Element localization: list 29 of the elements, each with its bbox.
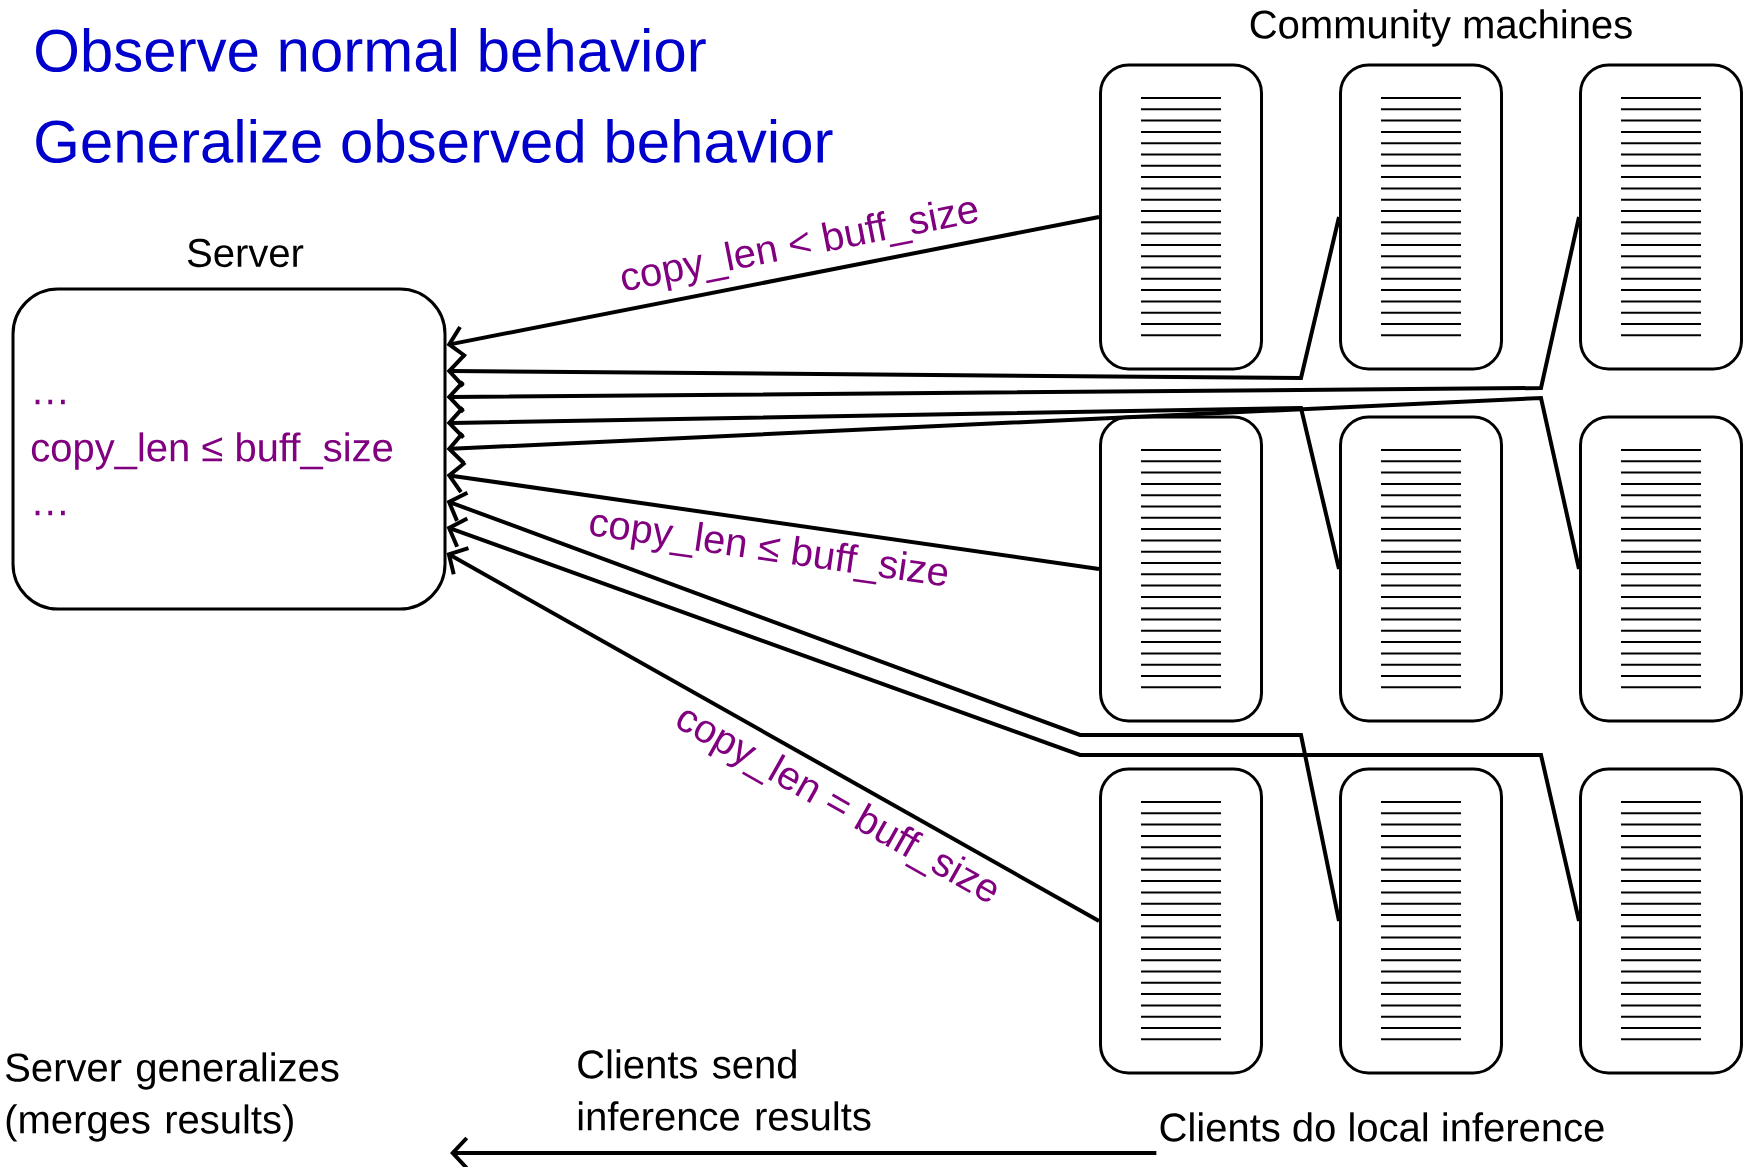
arrow [446, 516, 1581, 922]
edge-label: copy_len < buff_size [621, 201, 978, 292]
server-rack-drawing [1099, 767, 1263, 1075]
server-rack-drawing [1579, 415, 1743, 723]
edge-label: Clients send inference results [578, 1049, 871, 1131]
node-label: Server [187, 238, 304, 268]
step-text: Server generalizes (merges results) [6, 1052, 339, 1142]
server-rack-drawing [1339, 415, 1503, 723]
slide-text: Generalize observed behavior [36, 118, 833, 164]
server-rack-drawing [1579, 767, 1743, 1075]
server-rack-drawing [1339, 63, 1503, 371]
server-rack-drawing [1099, 415, 1263, 723]
arrow [446, 490, 1341, 922]
server-rack-drawing [1339, 767, 1503, 1075]
server-rack-drawing [1579, 63, 1743, 371]
step-text: Clients do local inference [1160, 1112, 1604, 1142]
server-rack-drawing [1099, 63, 1263, 371]
arrow [450, 1136, 1157, 1167]
arrow [446, 215, 1100, 359]
server-box: Server … copy_len ≤ buff_size … [11, 238, 447, 611]
arrow [446, 461, 1100, 571]
slide-text: Community machines [1250, 9, 1632, 47]
arrow [446, 395, 1581, 570]
arrow [446, 216, 1581, 414]
arrow [446, 546, 1100, 923]
edge-label: copy_len ≤ buff_size [590, 514, 948, 586]
slide-text: Observe normal behavior [36, 27, 706, 73]
arrow [446, 405, 1341, 570]
arrow [446, 216, 1341, 388]
